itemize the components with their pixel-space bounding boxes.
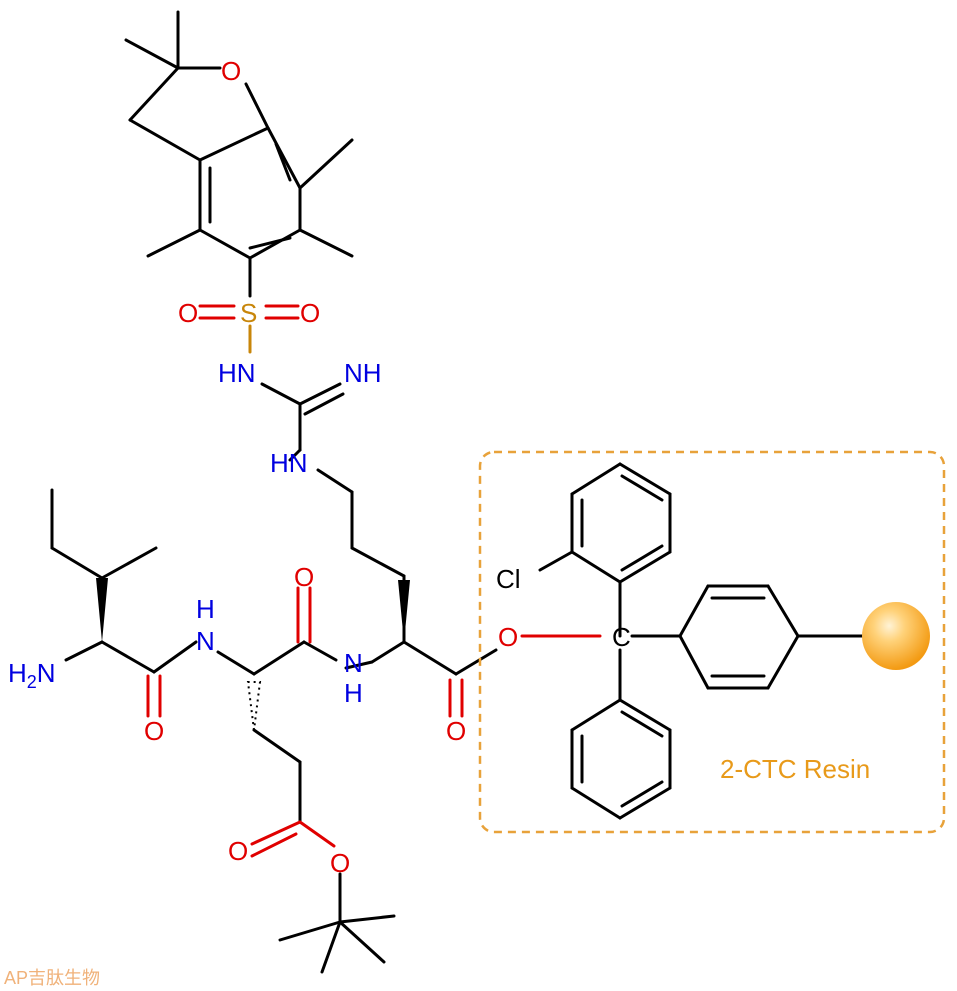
amine-label: H2N <box>8 658 56 692</box>
wedge-bond <box>96 578 108 642</box>
guanidine-imine-label: NH <box>344 358 382 388</box>
isoleucine-residue <box>50 488 198 718</box>
sulfur-label: S <box>240 298 257 328</box>
watermark-logo: AP吉肽生物 <box>4 968 100 988</box>
ester-carbonyl-oxygen-label: O <box>446 716 466 746</box>
pbf-group <box>124 10 354 298</box>
resin-dashed-box <box>478 450 946 834</box>
trityl-carbon-label: C <box>612 622 631 652</box>
amide-h-1-label: H <box>196 594 215 624</box>
wedge-bond <box>398 580 410 642</box>
amide-oxygen-1-label: O <box>144 716 164 746</box>
chloro-label: Cl <box>496 564 521 594</box>
ring-oxygen-label: O <box>221 56 241 86</box>
hash-bond <box>246 681 262 731</box>
amide-oxygen-2-label: O <box>294 562 314 592</box>
resin-label: 2-CTC Resin <box>720 754 870 784</box>
ester-link-oxygen-label: O <box>498 622 518 652</box>
guanidine-group <box>260 382 354 494</box>
sulfonyl-oxygen-left-label: O <box>178 298 198 328</box>
resin-region: 2-CTC Resin <box>478 450 946 834</box>
amide-n-1-label: N <box>196 626 215 656</box>
atom-labels: O S O O HN NH HN H2N H N O O N H O O C C… <box>8 56 631 878</box>
glu-ester-oxygen-label: O <box>330 848 350 878</box>
sulfonyl-group <box>198 304 300 354</box>
glutamate-residue <box>216 586 396 974</box>
guanidine-hn-label: HN <box>218 358 256 388</box>
amide-n-2-label: N <box>344 648 363 678</box>
chlorotrityl-group <box>538 462 864 820</box>
amide-h-2-label: H <box>344 678 363 708</box>
guanidine-chain-hn-label: HN <box>270 448 308 478</box>
arginine-residue <box>350 490 498 718</box>
glu-carbonyl-oxygen-label: O <box>228 836 248 866</box>
sulfonyl-oxygen-right-label: O <box>300 298 320 328</box>
resin-bead <box>862 602 930 670</box>
